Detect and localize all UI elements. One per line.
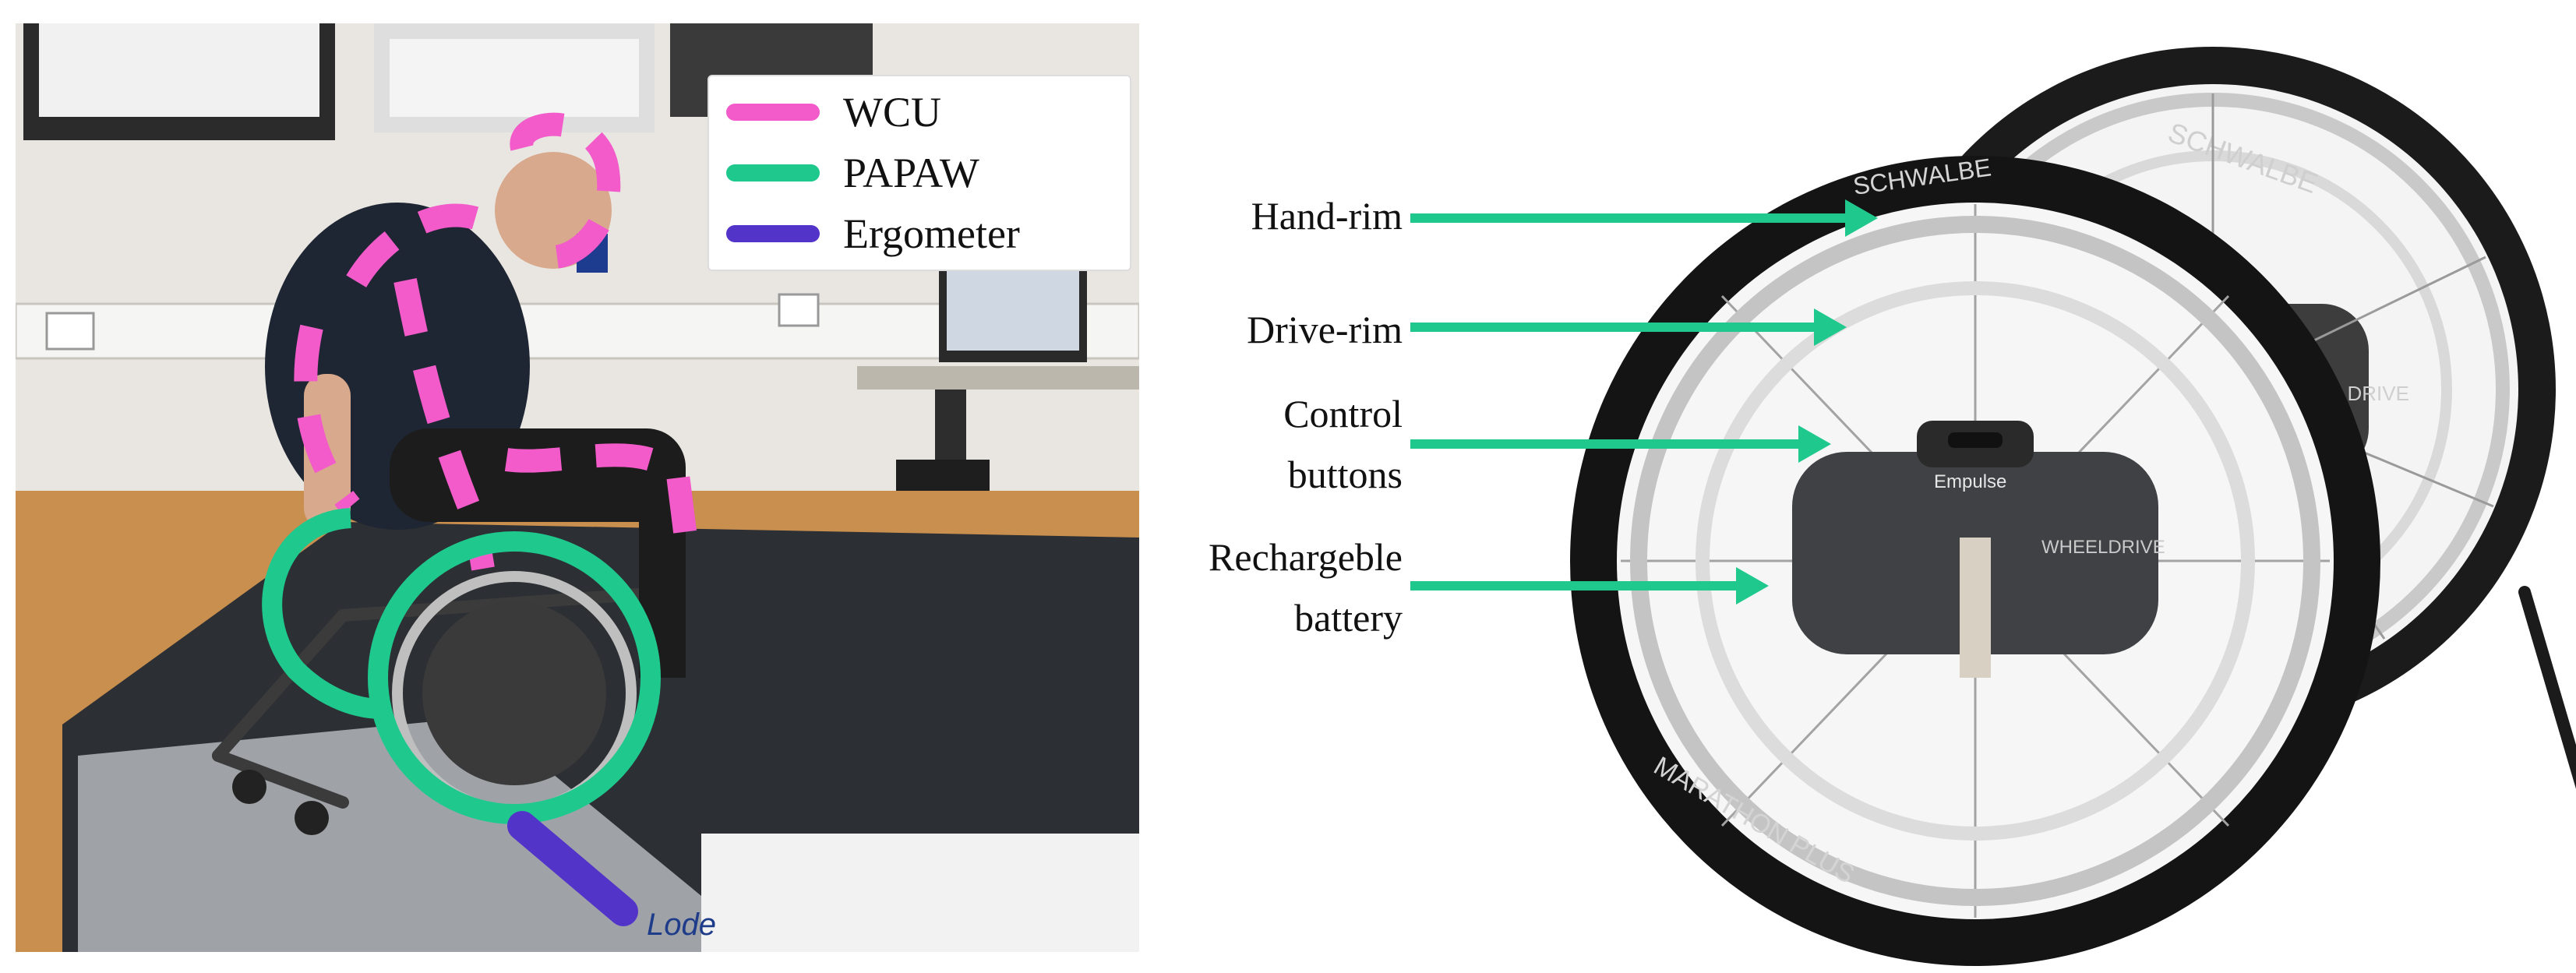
callout-control-line1: Control: [1283, 392, 1403, 435]
legend-label-ergometer: Ergometer: [843, 210, 1020, 257]
callout-hand-rim: Hand-rim: [1251, 194, 1403, 238]
callout-control-line2: buttons: [1287, 453, 1403, 496]
callout-battery-line2: battery: [1294, 596, 1403, 640]
hub-model: WHEELDRIVE: [2041, 537, 2165, 558]
callout-battery-line1: Rechargeble: [1209, 535, 1403, 579]
legend-item-papaw: PAPAW: [726, 145, 979, 201]
callout-drive-rim: Drive-rim: [1247, 308, 1403, 351]
experiment-photo: Lode: [16, 23, 1139, 952]
front-wheel-drive-rim: [1696, 281, 2255, 841]
wcu-overlay: [294, 112, 697, 571]
arrow-head-control-buttons: [1798, 425, 1831, 463]
callout-control-buttons: Control buttons: [1283, 383, 1403, 505]
hub-brand: Empulse: [1934, 471, 2006, 492]
battery-latch: [1960, 538, 1991, 678]
treadmill-base: [701, 834, 1139, 952]
ergometer-overlay: [507, 811, 638, 926]
treadmill-brand: Lode: [647, 908, 716, 942]
control-button: [1948, 432, 2003, 448]
wheels-illustration: SCHWALBE WHEELDRIVE: [1570, 47, 2576, 966]
legend-item-wcu: WCU: [726, 84, 941, 140]
poster: [390, 39, 639, 117]
legend-swatch-ergometer: [726, 225, 820, 242]
wall-socket: [778, 293, 820, 327]
poster: [39, 23, 319, 117]
caster-wheel: [295, 801, 329, 835]
callout-battery: Rechargeble battery: [1209, 527, 1403, 648]
legend: WCU PAPAW Ergometer: [708, 75, 1131, 271]
rear-wheel-hub: [422, 601, 606, 785]
caster-wheel: [232, 770, 266, 804]
front-wheel-hand-rim: [1630, 216, 2320, 906]
legend-label-wcu: WCU: [843, 89, 941, 136]
wheels-photo: SCHWALBE WHEELDRIVE: [1449, 0, 2576, 969]
legend-swatch-wcu: [726, 104, 820, 121]
wheel-axle-bar: [2518, 586, 2576, 789]
desk: [857, 366, 1139, 390]
arrow-head-hand-rim: [1845, 199, 1878, 237]
arrow-head-drive-rim: [1814, 308, 1847, 346]
wall-socket: [45, 312, 95, 351]
arrow-head-battery: [1736, 567, 1769, 605]
legend-item-ergometer: Ergometer: [726, 206, 1020, 262]
legend-label-papaw: PAPAW: [843, 150, 979, 196]
legend-swatch-papaw: [726, 164, 820, 182]
